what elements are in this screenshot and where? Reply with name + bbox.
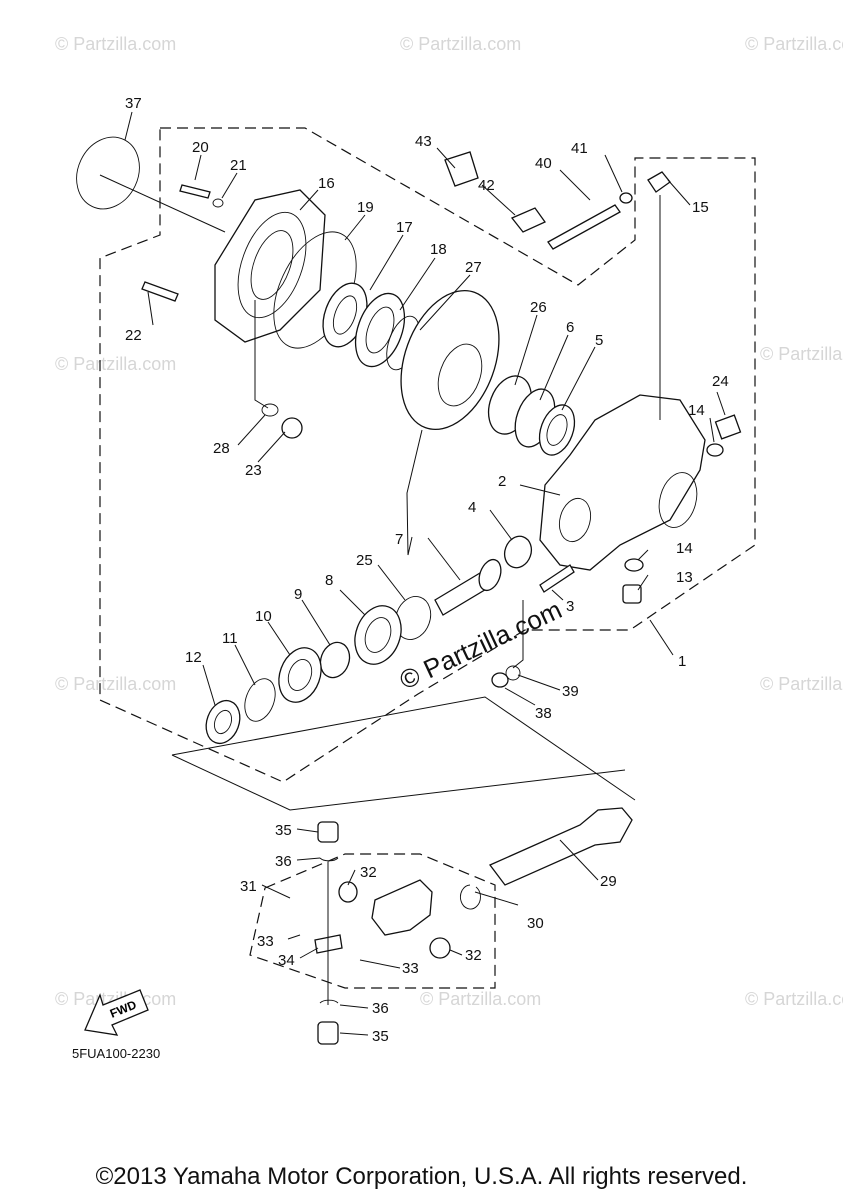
watermark: © Partzilla.com: [760, 344, 843, 364]
ring-gear-shape: [400, 289, 500, 431]
gear-case-housing-shape: [539, 394, 706, 571]
callout-5: 5: [595, 332, 603, 349]
diagram-code: 5FUA100-2230: [72, 1046, 160, 1061]
callout-20: 20: [192, 139, 209, 156]
watermark: © Partzilla.com: [745, 989, 843, 1009]
callout-32a: 32: [360, 864, 377, 881]
callout-30: 30: [527, 915, 544, 932]
callout-27: 27: [465, 259, 482, 276]
callout-41: 41: [571, 140, 588, 157]
watermark: © Partzilla.com: [55, 34, 176, 54]
callout-9: 9: [294, 586, 302, 603]
copyright-notice: ©2013 Yamaha Motor Corporation, U.S.A. A…: [95, 1163, 748, 1190]
yoke-shape: [371, 879, 433, 936]
watermark: © Partzilla.com: [400, 34, 521, 54]
callout-36a: 36: [275, 853, 292, 870]
watermark: © Partzilla.com: [420, 989, 541, 1009]
watermark: © Partzilla.com: [55, 674, 176, 694]
callout-14b: 14: [676, 540, 693, 557]
callout-labels: 37 20 21 16 19 17 18 27 26 6 5 22 28 23 …: [125, 95, 729, 1045]
callout-33a: 33: [257, 933, 274, 950]
callout-19: 19: [357, 199, 374, 216]
drive-shaft-shape: [488, 807, 633, 886]
callout-26: 26: [530, 299, 547, 316]
o-ring-37-shape: [76, 136, 140, 210]
callout-3: 3: [566, 598, 574, 615]
watermark: © Partzilla.com: [760, 674, 843, 694]
callout-11: 11: [222, 630, 238, 647]
callout-23: 23: [245, 462, 262, 479]
callout-7: 7: [395, 531, 403, 548]
leader-lines: [99, 111, 726, 1036]
callout-40: 40: [535, 155, 552, 172]
gear-case-cover-shape: [214, 189, 326, 343]
part-shapes: [76, 136, 742, 1045]
callout-2: 2: [498, 473, 506, 490]
callout-21: 21: [230, 157, 247, 174]
callout-28: 28: [213, 440, 230, 457]
callout-33b: 33: [402, 960, 419, 977]
callout-18: 18: [430, 241, 447, 258]
callout-39: 39: [562, 683, 579, 700]
callout-32b: 32: [465, 947, 482, 964]
callout-13: 13: [676, 569, 693, 586]
shaft-guide-lines: [171, 696, 636, 811]
watermark: © Partzilla.com: [55, 354, 176, 374]
forward-direction-arrow: FWD: [84, 989, 149, 1036]
watermark-layer: © Partzilla.com © Partzilla.com © Partzi…: [55, 34, 843, 1009]
callout-12: 12: [185, 649, 202, 666]
callout-4: 4: [468, 499, 476, 516]
callout-15: 15: [692, 199, 709, 216]
watermark: © Partzilla.com: [745, 34, 843, 54]
callout-29: 29: [600, 873, 617, 890]
callout-10: 10: [255, 608, 272, 625]
callout-22: 22: [125, 327, 142, 344]
callout-35b: 35: [372, 1028, 389, 1045]
callout-37: 37: [125, 95, 142, 112]
callout-35a: 35: [275, 822, 292, 839]
callout-31: 31: [240, 878, 257, 895]
center-watermark: © Partzilla.com: [395, 594, 566, 695]
callout-16: 16: [318, 175, 335, 192]
callout-38: 38: [535, 705, 552, 722]
callout-34: 34: [278, 952, 295, 969]
callout-1: 1: [678, 653, 686, 670]
callout-6: 6: [566, 319, 574, 336]
callout-14a: 14: [688, 402, 705, 419]
callout-43: 43: [415, 133, 432, 150]
callout-24: 24: [712, 373, 729, 390]
callout-36b: 36: [372, 1000, 389, 1017]
callout-42: 42: [478, 177, 495, 194]
callout-17: 17: [396, 219, 413, 236]
callout-8: 8: [325, 572, 333, 589]
callout-25: 25: [356, 552, 373, 569]
assembly-boundaries: [99, 127, 756, 989]
